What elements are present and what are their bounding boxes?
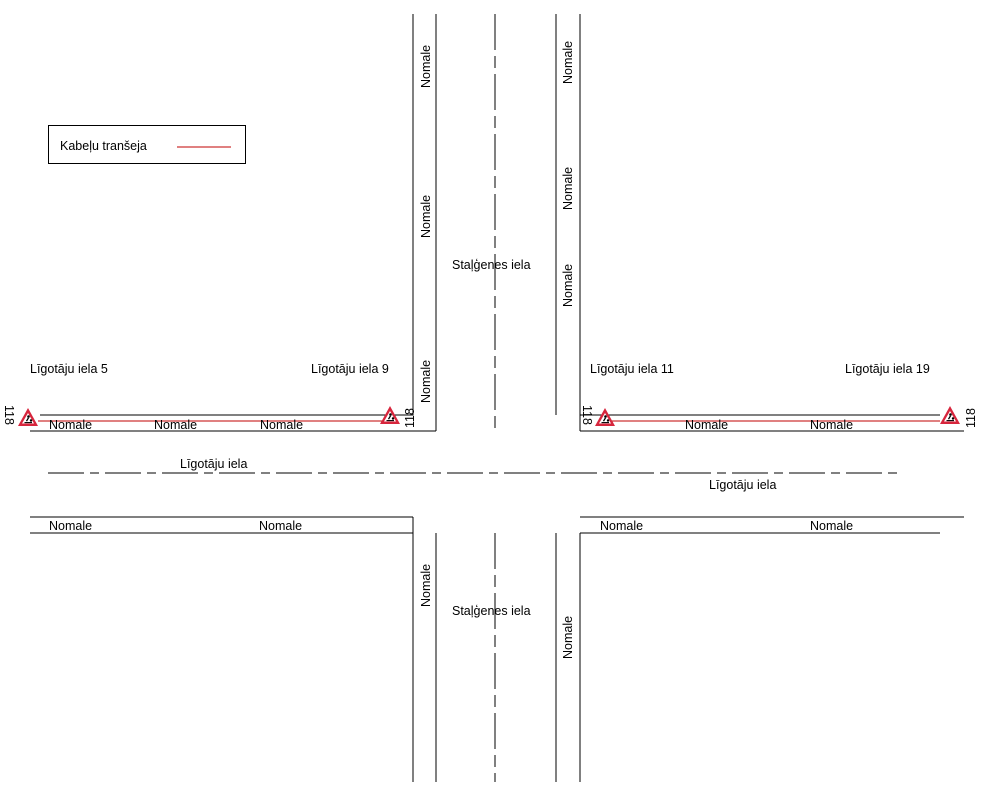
roadwork-sign-icon bbox=[17, 407, 39, 427]
sign-number: 118 bbox=[2, 405, 16, 425]
street-name-vertical-top: Staļģenes iela bbox=[452, 258, 531, 272]
shoulder-label: Nomale bbox=[419, 564, 433, 607]
legend: Kabeļu tranšeja bbox=[48, 125, 246, 164]
sign-number: 118 bbox=[580, 405, 594, 425]
shoulder-label: Nomale bbox=[561, 616, 575, 659]
roadwork-sign-icon bbox=[939, 405, 961, 425]
shoulder-label: Nomale bbox=[561, 264, 575, 307]
sign-number: 118 bbox=[403, 408, 417, 428]
shoulder-label: Nomale bbox=[260, 418, 303, 432]
shoulder-label: Nomale bbox=[49, 418, 92, 432]
shoulder-label: Nomale bbox=[561, 167, 575, 210]
shoulder-label: Nomale bbox=[810, 519, 853, 533]
shoulder-label: Nomale bbox=[685, 418, 728, 432]
shoulder-label: Nomale bbox=[419, 45, 433, 88]
shoulder-label: Nomale bbox=[561, 41, 575, 84]
roadwork-sign-icon bbox=[594, 407, 616, 427]
address-label: Līgotāju iela 19 bbox=[845, 362, 930, 376]
legend-trench-label: Kabeļu tranšeja bbox=[60, 139, 147, 153]
shoulder-label: Nomale bbox=[810, 418, 853, 432]
address-label: Līgotāju iela 9 bbox=[311, 362, 389, 376]
shoulder-label: Nomale bbox=[419, 195, 433, 238]
street-name-horizontal-left: Līgotāju iela bbox=[180, 457, 247, 471]
shoulder-label: Nomale bbox=[49, 519, 92, 533]
shoulder-label: Nomale bbox=[259, 519, 302, 533]
shoulder-label: Nomale bbox=[154, 418, 197, 432]
street-name-vertical-bottom: Staļģenes iela bbox=[452, 604, 531, 618]
sign-number: 118 bbox=[964, 408, 978, 428]
street-name-horizontal-right: Līgotāju iela bbox=[709, 478, 776, 492]
address-label: Līgotāju iela 5 bbox=[30, 362, 108, 376]
shoulder-label: Nomale bbox=[419, 360, 433, 403]
shoulder-label: Nomale bbox=[600, 519, 643, 533]
road-lines bbox=[30, 14, 964, 782]
legend-box bbox=[48, 125, 246, 164]
address-label: Līgotāju iela 11 bbox=[590, 362, 674, 376]
